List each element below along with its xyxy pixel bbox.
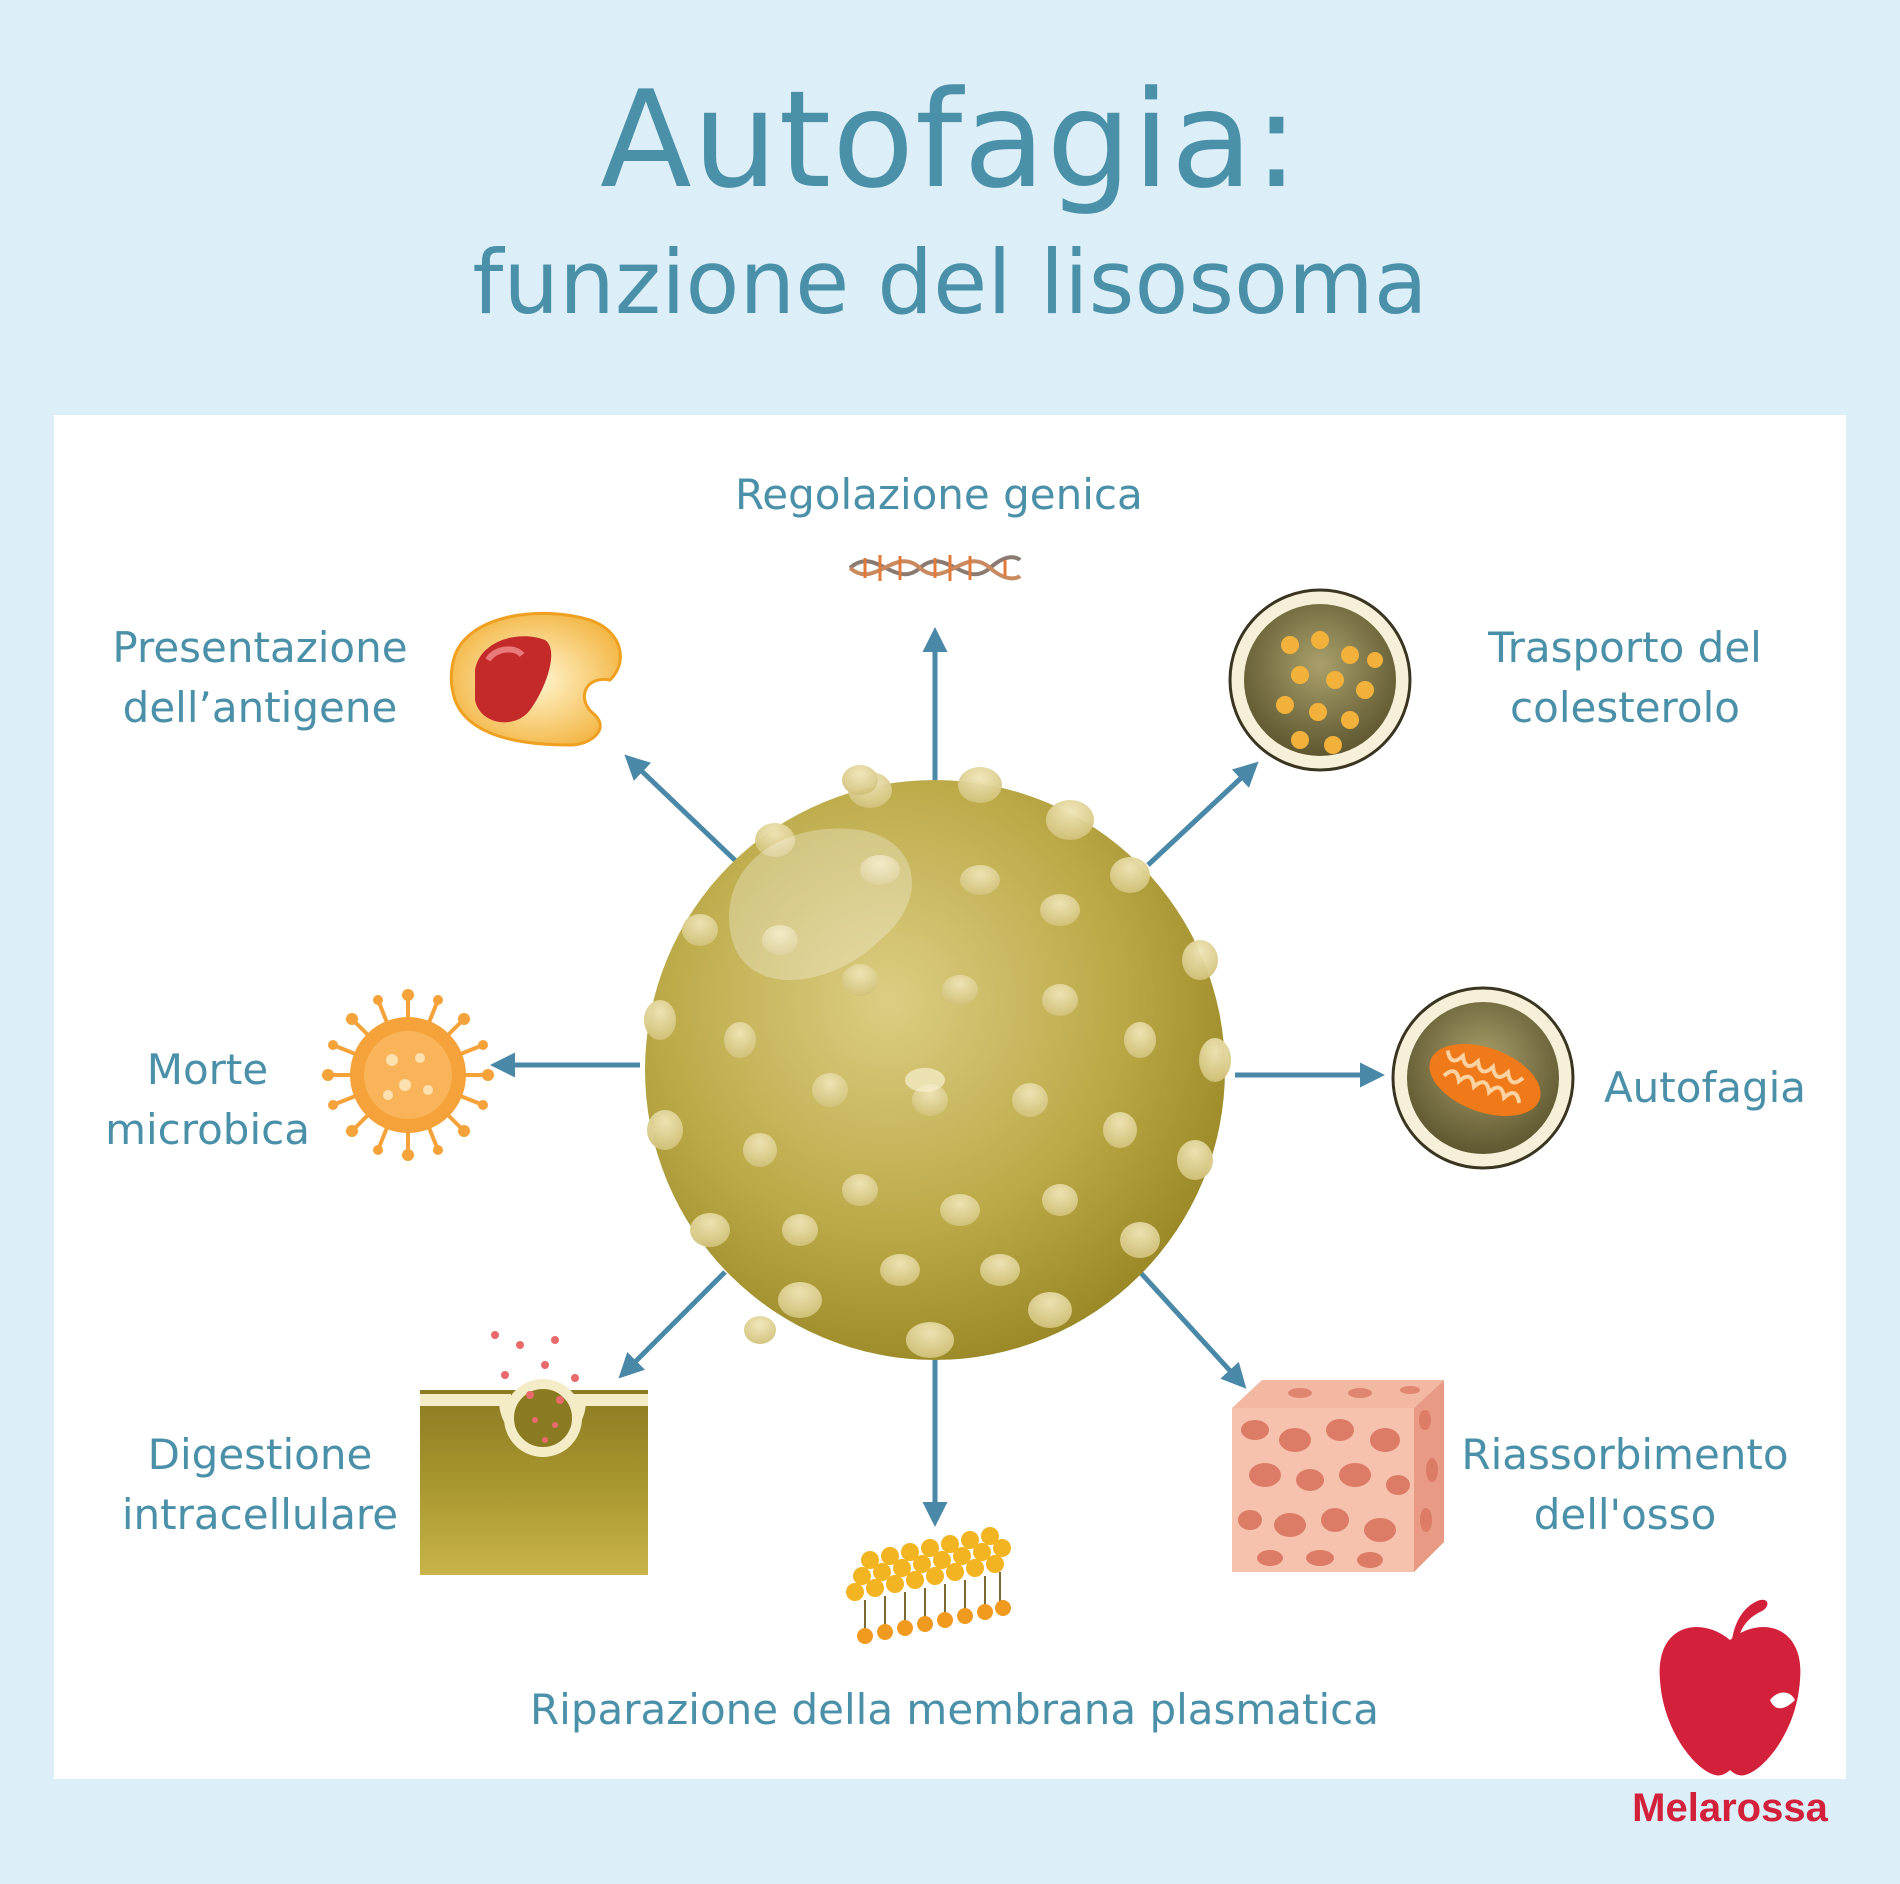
lipid-bilayer-icon xyxy=(846,1527,1011,1644)
label-presentazione-antigene: Presentazione dell’antigene xyxy=(110,618,410,738)
label-left-line2: microbica xyxy=(105,1105,310,1154)
label-bottom-left-line2: intracellulare xyxy=(121,1490,399,1539)
title-block: Autofagia: funzione del lisosoma xyxy=(0,0,1900,410)
melarossa-logo-icon xyxy=(1659,1599,1801,1776)
endocytosis-icon xyxy=(420,1331,648,1575)
arrows xyxy=(490,627,1385,1527)
label-bottom-text: Riparazione della membrana plasmatica xyxy=(530,1685,1380,1734)
label-regolazione-genica: Regolazione genica xyxy=(735,465,1143,525)
arrow-bottom-right xyxy=(1138,1270,1247,1389)
arrow-top-left xyxy=(624,754,742,867)
bone-tissue-icon xyxy=(1232,1380,1444,1572)
label-digestione-intracellulare: Digestione intracellulare xyxy=(110,1425,410,1545)
microbe-icon xyxy=(322,989,494,1161)
label-left-line1: Morte xyxy=(146,1045,269,1094)
label-morte-microbica: Morte microbica xyxy=(95,1040,320,1160)
label-autofagia: Autofagia xyxy=(1590,1058,1820,1118)
arrow-top-right xyxy=(1146,761,1259,867)
label-right-text: Autofagia xyxy=(1603,1063,1807,1112)
cholesterol-vesicle-icon xyxy=(1228,588,1412,772)
mitochondrion-vesicle-icon xyxy=(1391,986,1575,1170)
label-bottom-right-line2: dell'osso xyxy=(1533,1490,1717,1539)
page-subtitle: funzione del lisosoma xyxy=(472,231,1428,334)
label-bottom-right-line1: Riassorbimento xyxy=(1461,1430,1789,1479)
label-riassorbimento-osso: Riassorbimento dell'osso xyxy=(1460,1425,1790,1545)
label-trasporto-colesterolo: Trasporto del colesterolo xyxy=(1475,618,1775,738)
label-top-left-line1: Presentazione xyxy=(112,623,408,672)
label-top-right-line1: Trasporto del xyxy=(1488,623,1762,672)
lysosome-icon xyxy=(644,765,1231,1360)
dna-icon xyxy=(848,555,1022,581)
page-title: Autofagia: xyxy=(600,62,1300,218)
label-bottom-left-line1: Digestione xyxy=(147,1430,373,1479)
melarossa-logo-text: Melarossa xyxy=(1632,1786,1828,1830)
label-top-right-line2: colesterolo xyxy=(1510,683,1740,732)
label-top-left-line2: dell’antigene xyxy=(122,683,398,732)
label-riparazione-membrana: Riparazione della membrana plasmatica xyxy=(530,1680,1379,1740)
label-top-text: Regolazione genica xyxy=(735,470,1143,519)
arrow-bottom-left xyxy=(618,1270,727,1379)
antigen-presenting-cell-icon xyxy=(449,611,622,747)
